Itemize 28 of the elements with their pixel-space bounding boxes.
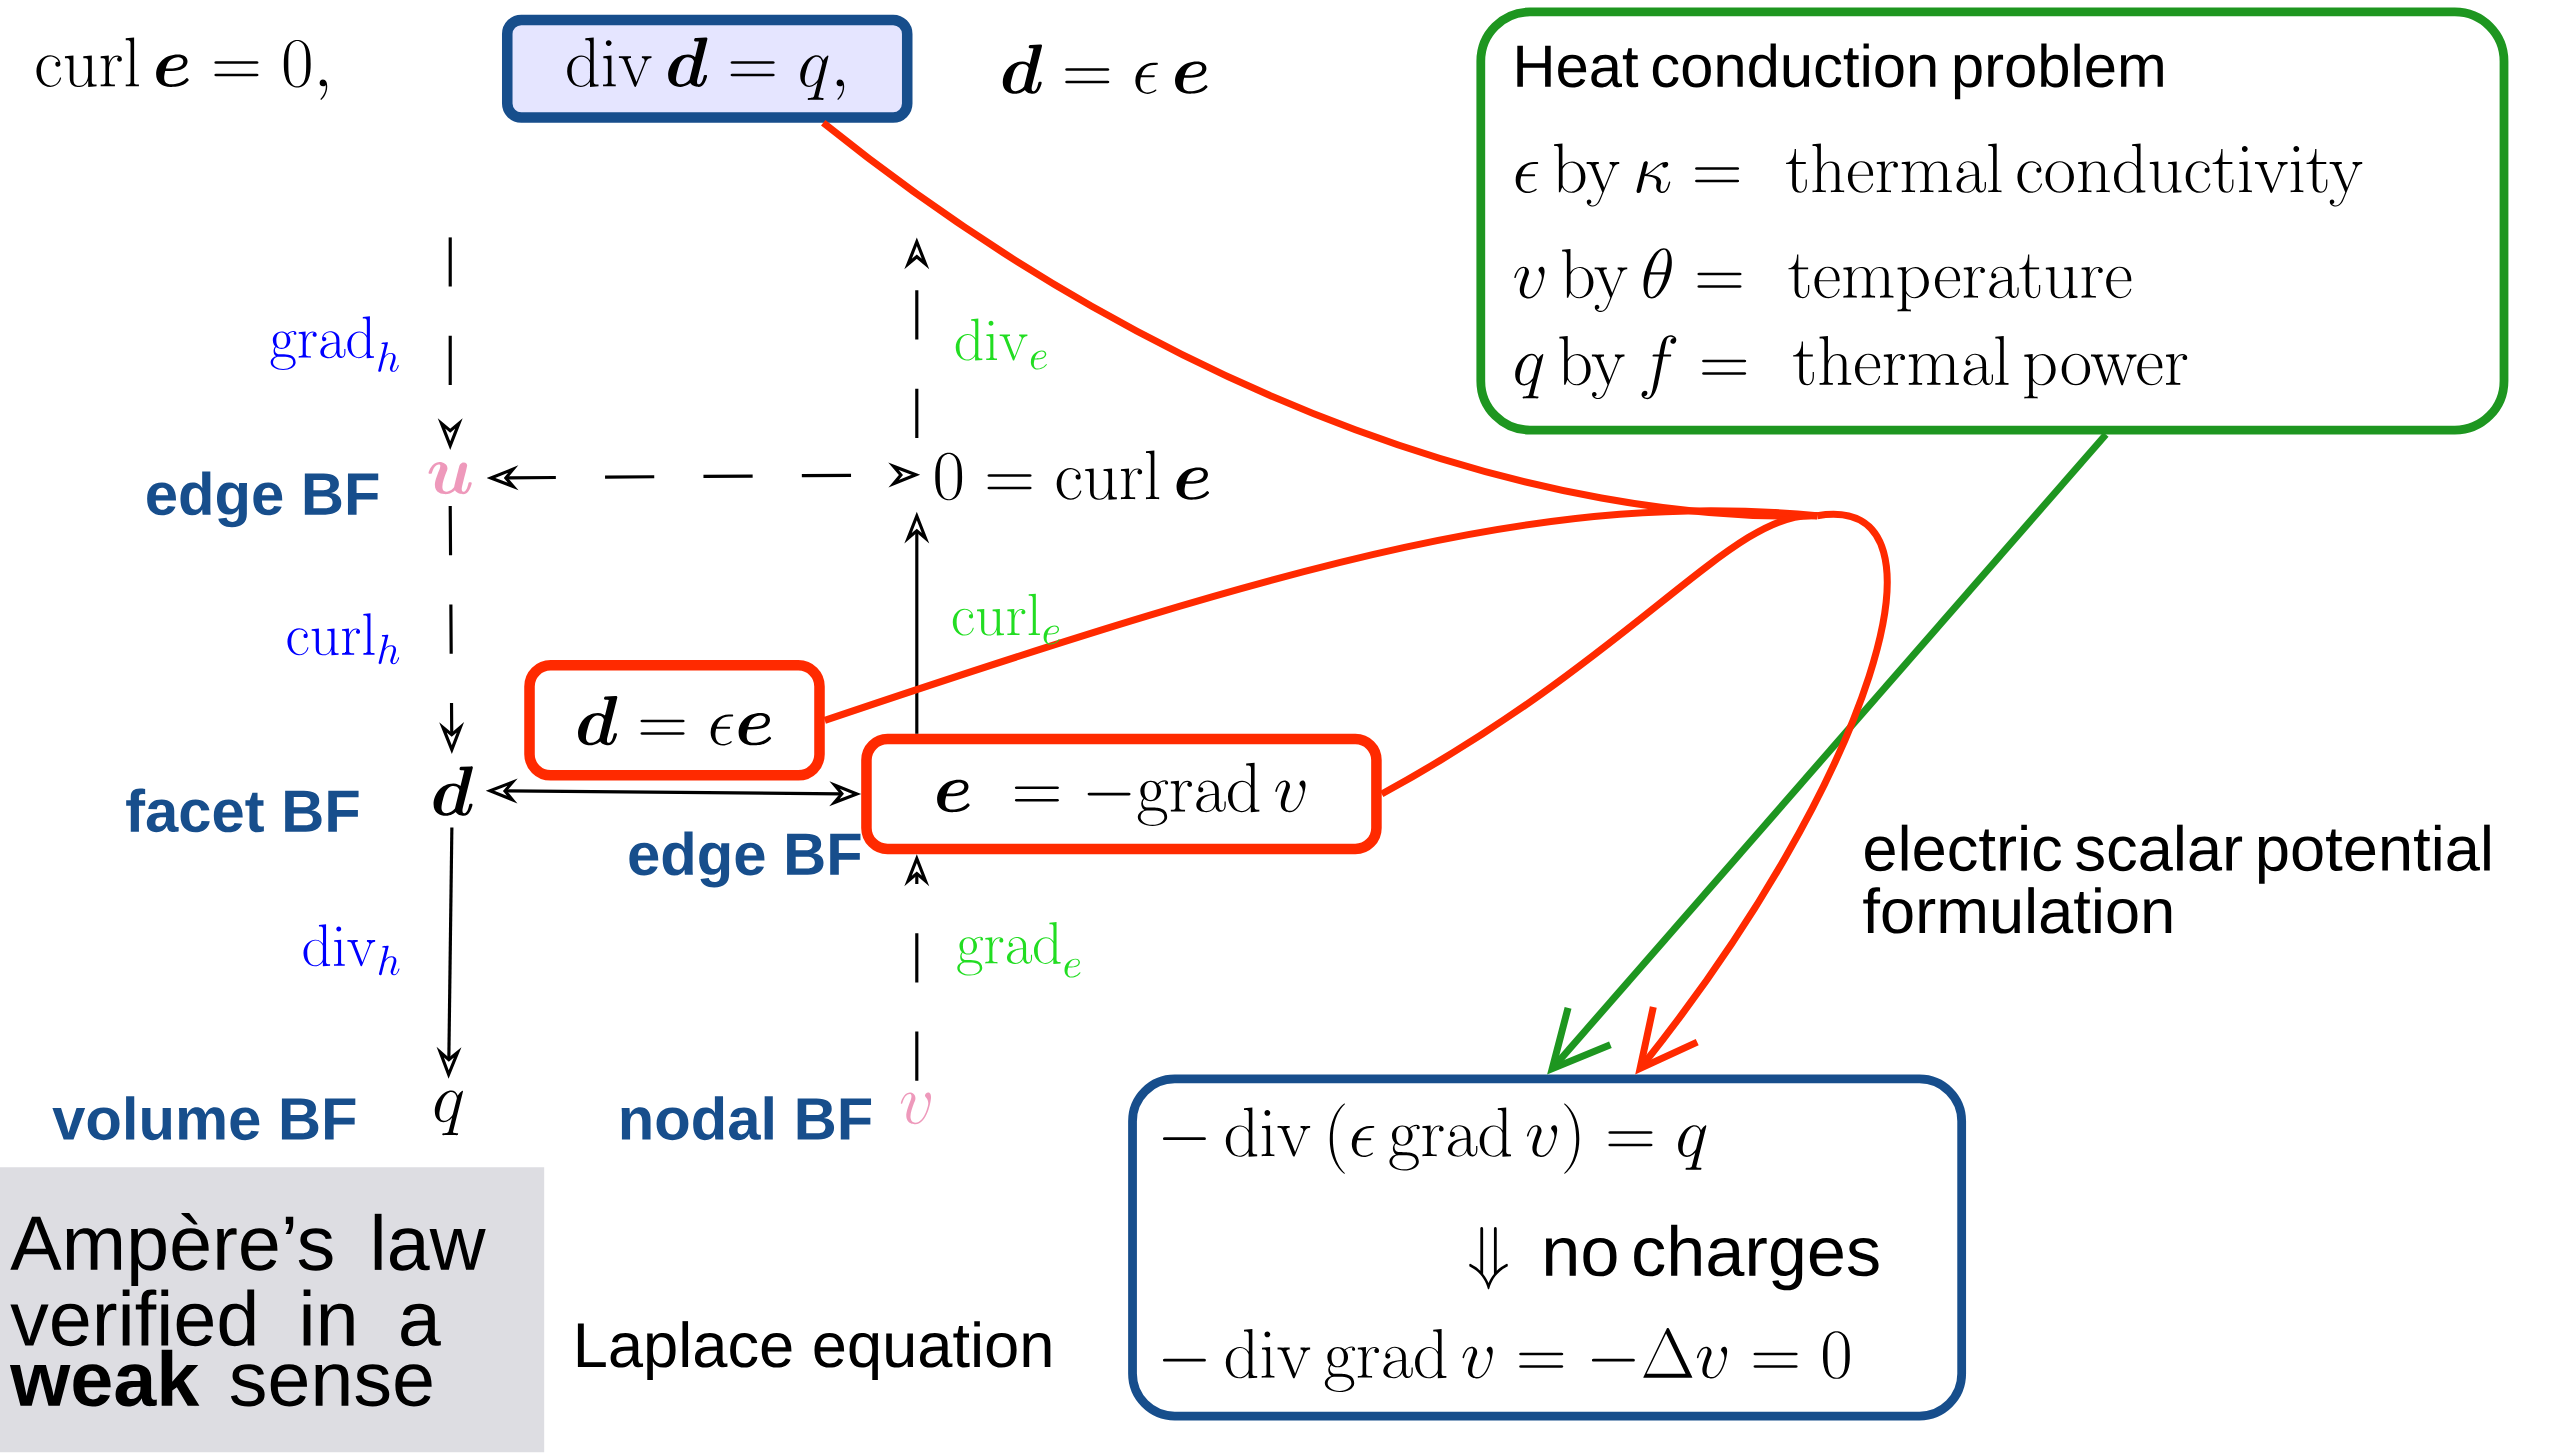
annotation-text: Laplace equation	[577, 1321, 1051, 1381]
info-box: Heat conduction problem $\epsilon\ \mathrm{by}\ \kappa =\ \ \mathrm{thermal\ conductivity}$ $v\ \mathrm{by}\ \theta =\ \ \mathrm{temperature}$ $q\ \mathrm{by}\ f =\ \ \mathrm{thermal\ power}$	[1476, 7, 2509, 435]
node-label: facet BF	[126, 788, 359, 833]
formula: $\boldsymbol{d}=\epsilon\,\boldsymbol{e}$	[1002, 44, 1208, 94]
formula: $\mathrm{curl}\,\boldsymbol{e}=0,$	[36, 37, 328, 100]
formula: $0=\mathrm{curl}\,\boldsymbol{e}$	[935, 450, 1210, 501]
edge-label: $\mathrm{grad}_e$	[957, 922, 1081, 978]
edge-label: $\mathrm{div}_e$	[955, 318, 1047, 370]
formula-box: $\mathrm{div}\,\boldsymbol{d}=q,$	[502, 14, 913, 123]
edge-label: $\mathrm{curl}_e$	[952, 593, 1060, 645]
note-box: Ampère’s law verified in a weak sense	[0, 1167, 545, 1453]
edge-label: $\mathrm{grad}_h$	[270, 316, 399, 372]
annotation-text: electric scalar potential formulation	[1863, 824, 2490, 934]
formula-box: $\boldsymbol{d}=\epsilon\boldsymbol{e}$	[524, 660, 825, 781]
symbol: $\boldsymbol{d}$	[433, 766, 473, 816]
connector-line	[1379, 512, 1818, 798]
node-label: edge BF	[629, 831, 861, 888]
equation-box: $-\,\mathrm{div}\,(\epsilon\,\mathrm{grad}\,v)=q$ $\Downarrow\text{ no charges}$ $-\,\mathrm{div}\,\mathrm{grad}\,v=-\Delta v=0$	[1128, 1074, 1967, 1421]
edge-label: $\mathrm{div}_h$	[303, 924, 400, 976]
arrow	[1547, 432, 2109, 1075]
formula-box: $\boldsymbol{e}\ =-\mathrm{grad}\,v$	[861, 733, 1382, 855]
symbol: $\boldsymbol{u}$	[428, 462, 472, 495]
node-label: edge BF	[147, 471, 379, 528]
edge-label: $\mathrm{curl}_h$	[287, 613, 400, 665]
symbol: $v$	[900, 1092, 932, 1125]
node-label: nodal BF	[621, 1096, 872, 1141]
arrow	[1635, 512, 1891, 1075]
symbol: $q$	[434, 1090, 464, 1136]
